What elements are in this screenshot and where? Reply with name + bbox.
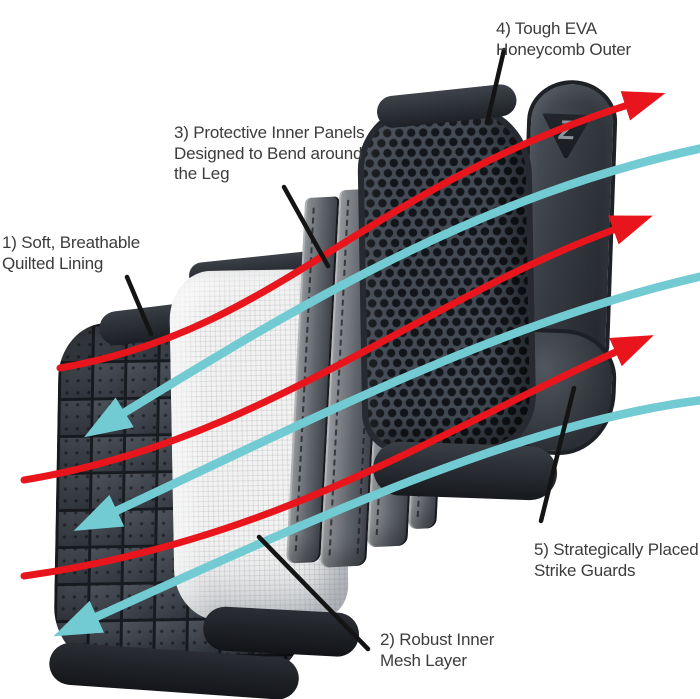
annotation-inner-panels: 3) Protective Inner Panels Designed to B… (174, 123, 365, 184)
mesh-layer-bottom-binding (202, 605, 361, 658)
honeycomb-outer-bottom-rim (372, 440, 558, 502)
annotation-quilted-lining: 1) Soft, Breathable Quilted Lining (2, 233, 140, 273)
annotation-honeycomb-outer: 4) Tough EVA Honeycomb Outer (496, 19, 631, 59)
annotation-strike-guards: 5) Strategically Placed Strike Guards (534, 540, 699, 580)
brand-logo-letter: Z (555, 114, 578, 146)
annotation-mesh-layer: 2) Robust Inner Mesh Layer (380, 630, 495, 670)
